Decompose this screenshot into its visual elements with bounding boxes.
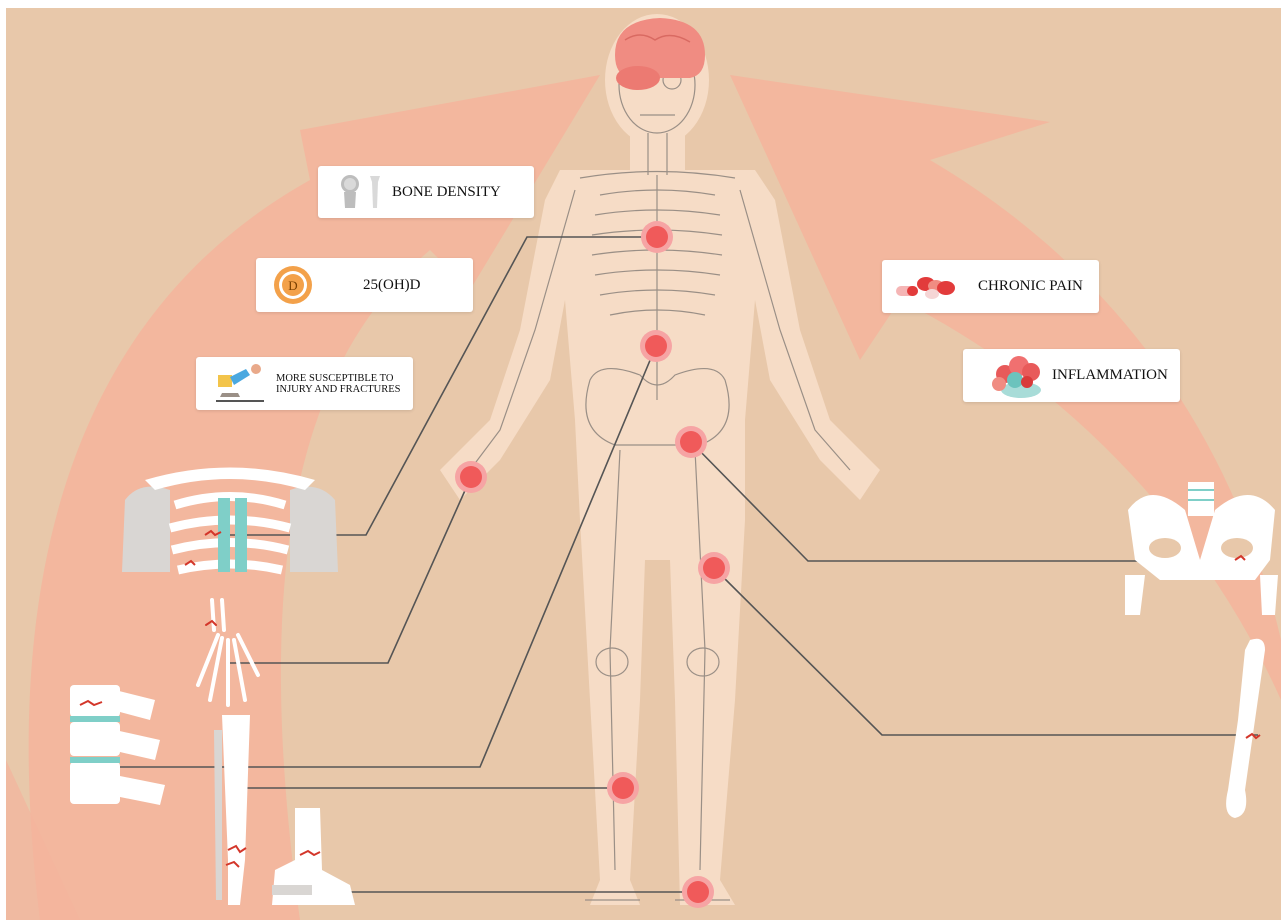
- injury-fall-icon: [216, 363, 268, 405]
- marker-abdomen: [640, 330, 672, 362]
- injury-card: MORE SUSCEPTIBLE TO INJURY AND FRACTURES: [196, 357, 413, 410]
- vitamin-d-card: D 25(OH)D: [256, 258, 473, 312]
- spine-fracture-illustration: [70, 685, 165, 805]
- inflammation-card: INFLAMMATION: [963, 349, 1180, 402]
- injury-label: MORE SUSCEPTIBLE TO INJURY AND FRACTURES: [276, 373, 406, 395]
- vitamin-d-icon: D: [273, 265, 313, 305]
- marker-hand: [455, 461, 487, 493]
- inflammation-label: INFLAMMATION: [1052, 367, 1168, 384]
- vitamin-d-label: 25(OH)D: [363, 277, 421, 294]
- bone-density-label: BONE DENSITY: [392, 184, 501, 201]
- bone-density-card: BONE DENSITY: [318, 166, 534, 218]
- vitamin-d-badge-letter: D: [288, 278, 297, 293]
- chronic-pain-label: CHRONIC PAIN: [978, 278, 1083, 295]
- marker-hip: [675, 426, 707, 458]
- marker-foot: [682, 876, 714, 908]
- marker-chest: [641, 221, 673, 253]
- bone-cross-section-icon: [338, 174, 386, 210]
- pills-icon: [896, 270, 958, 302]
- chronic-pain-card: CHRONIC PAIN: [882, 260, 1099, 313]
- marker-shin: [607, 772, 639, 804]
- marker-knee: [698, 552, 730, 584]
- femur-fracture-illustration: [1226, 639, 1265, 818]
- cells-icon: [987, 352, 1049, 400]
